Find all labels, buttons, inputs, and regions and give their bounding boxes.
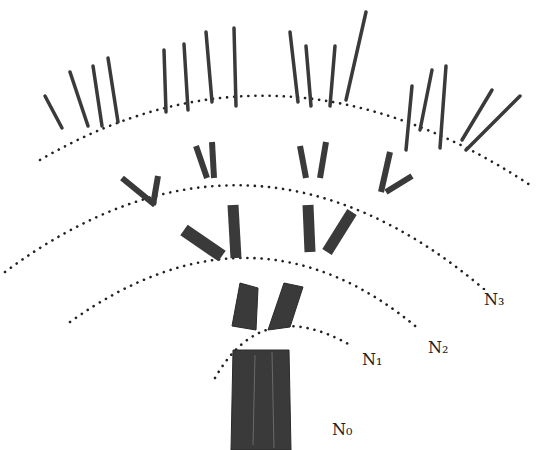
order-label: N₂ [426,338,450,357]
bark-line [272,352,274,448]
order-arc [40,96,530,185]
order-label: N₃ [482,290,506,309]
trunk [231,350,291,450]
order-arc [5,185,485,290]
branch-order-1 [232,283,258,330]
order-label: N₁ [360,350,384,369]
order-label: N₀ [330,420,354,439]
order-arcs [5,96,530,378]
order-arc [70,258,420,330]
bark-line [253,355,255,445]
tree-branches [231,283,303,450]
tree-twigs [45,12,520,258]
branch-order-1 [268,283,303,330]
